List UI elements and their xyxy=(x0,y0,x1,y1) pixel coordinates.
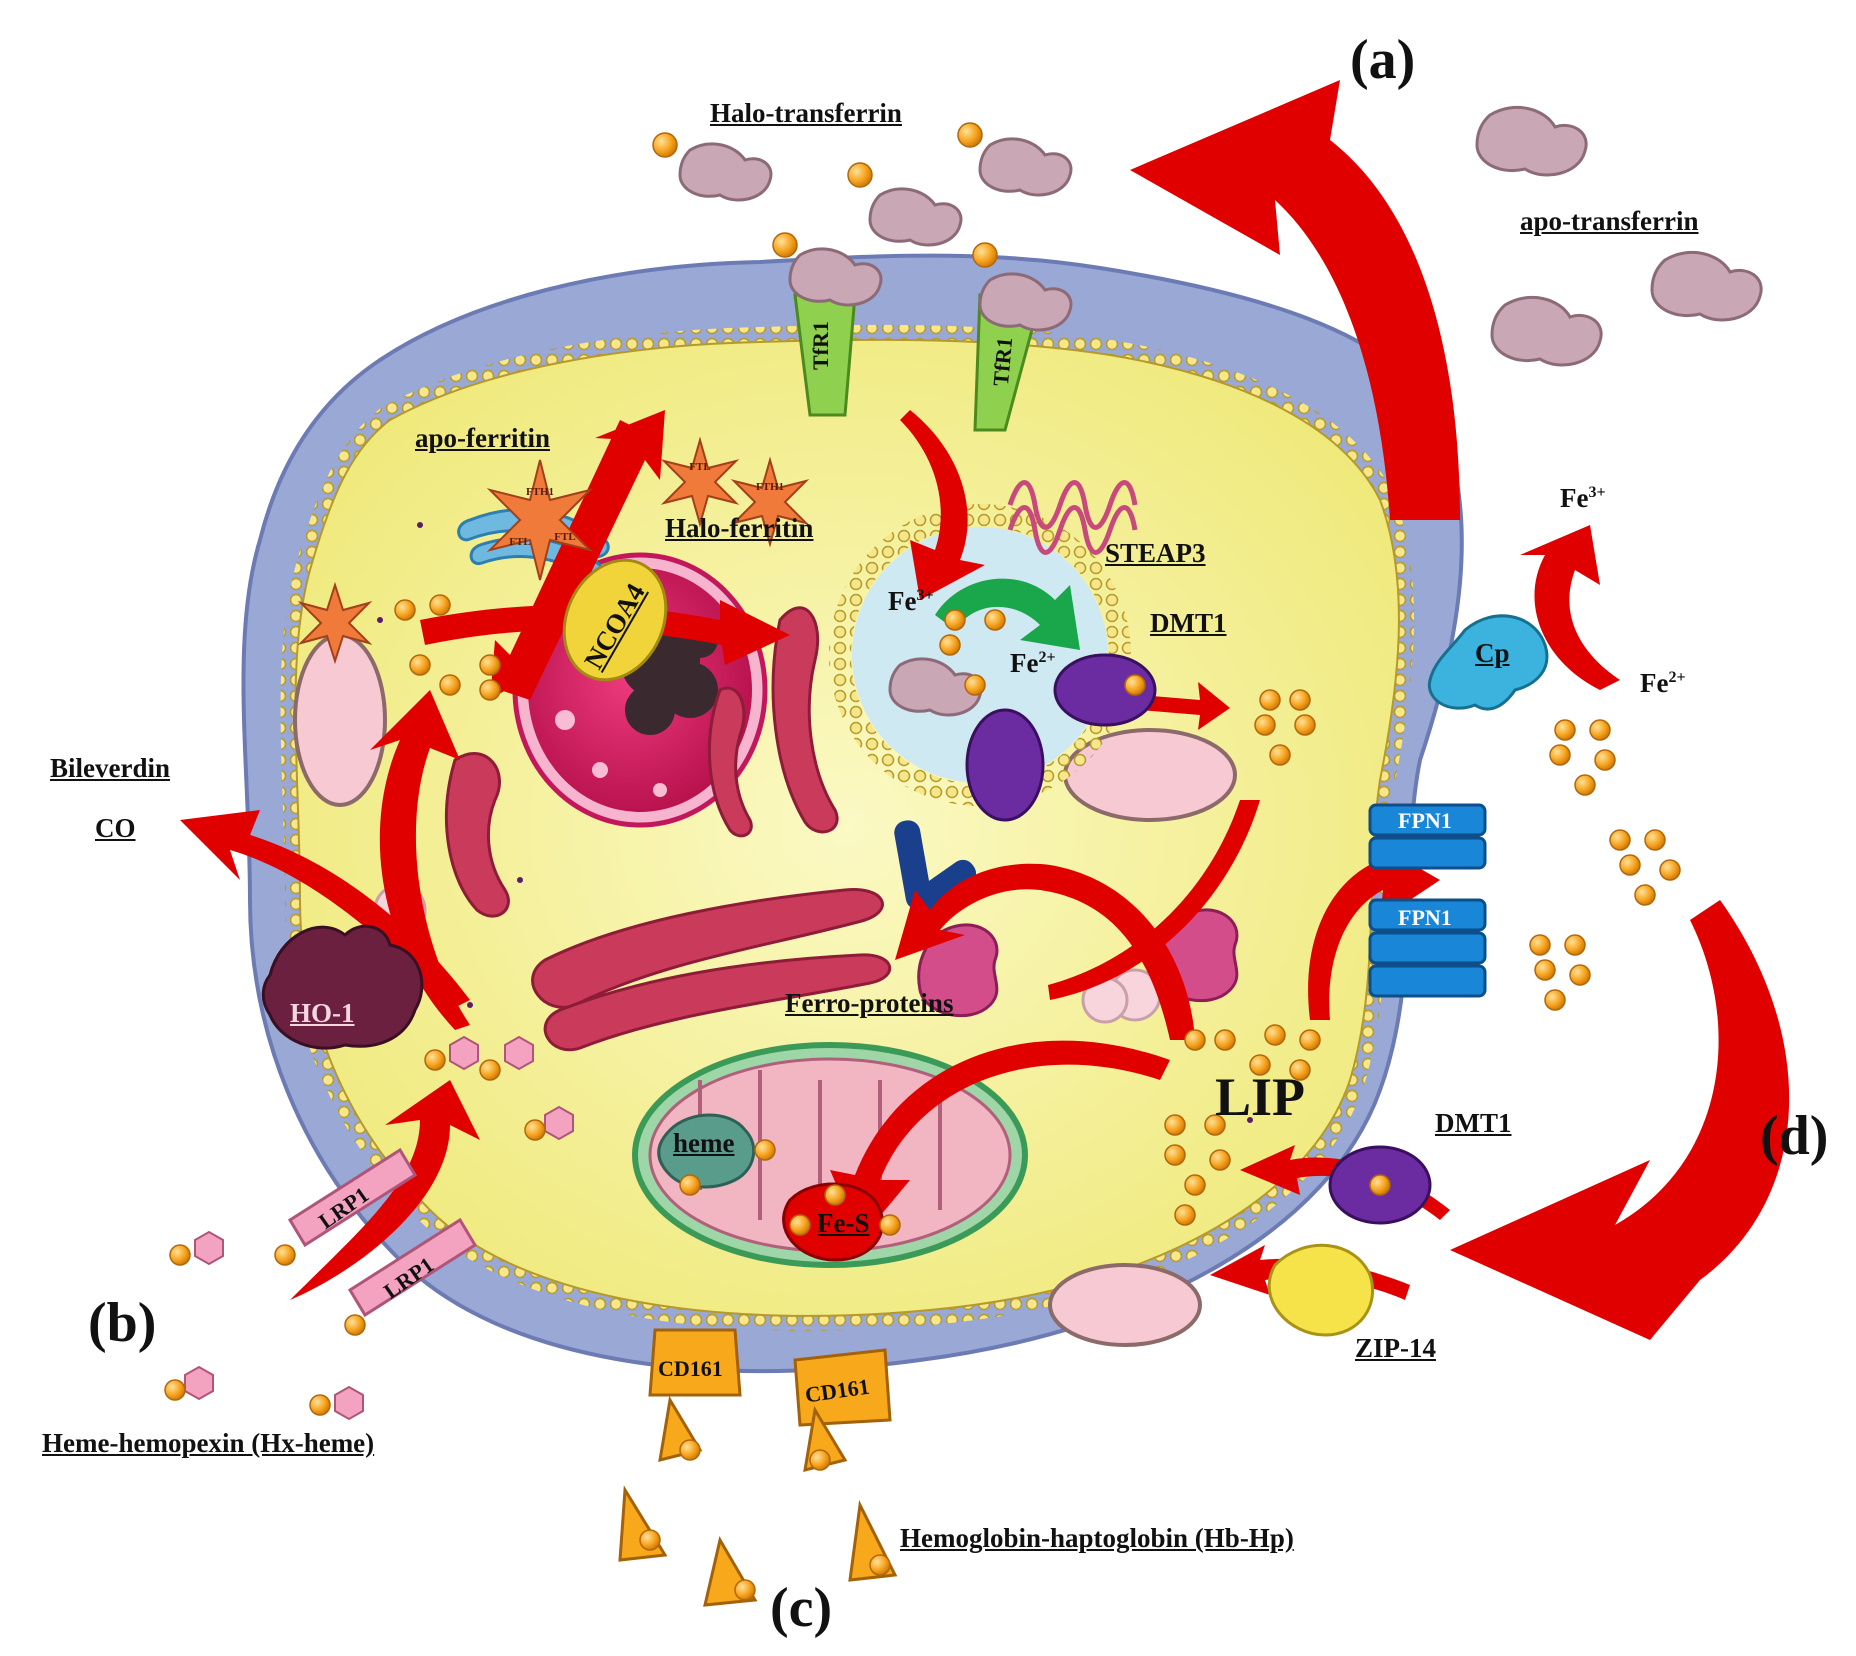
arrow-b-ho1 xyxy=(370,690,470,1030)
co-label: CO xyxy=(95,813,136,843)
dmt1-endosome-label: DMT1 xyxy=(1150,608,1227,638)
tfr1-receptors xyxy=(793,293,1042,432)
steap3-label: STEAP3 xyxy=(1105,538,1206,568)
panel-label-d: (d) xyxy=(1760,1105,1829,1167)
dmt1-transporters xyxy=(965,653,1432,1225)
ferritin-subunit-label: FTL xyxy=(554,531,575,543)
ho1-label: HO-1 xyxy=(290,998,355,1028)
arrow-lip-ferroproteins xyxy=(895,863,1195,1040)
apo-transferrin-label: apo-transferrin xyxy=(1520,206,1699,236)
heme-group xyxy=(657,1113,756,1189)
fe-s-cluster xyxy=(782,1182,885,1262)
fe3-endosome-label: Fe3+ xyxy=(888,586,934,616)
arrow-a xyxy=(1130,80,1460,520)
hb-hp-label: Hemoglobin-haptoglobin (Hb-Hp) xyxy=(900,1523,1294,1553)
ho1-enzyme xyxy=(261,924,424,1050)
bileverdin-label: Bileverdin xyxy=(50,753,170,783)
ferritin-complexes xyxy=(297,436,810,665)
tfr1-right-label: TfR1 xyxy=(988,336,1018,388)
arrow-lip-fpn1 xyxy=(1308,840,1440,1020)
heme-hemopexin-label: Heme-hemopexin (Hx-heme) xyxy=(42,1428,375,1458)
arrow-ferritin-side xyxy=(420,600,790,665)
flow-arrows xyxy=(180,80,1790,1340)
fpn1-bottom-label: FPN1 xyxy=(1398,905,1452,930)
fe2-out-label: Fe2+ xyxy=(1640,668,1686,698)
arrow-dmt1-in xyxy=(1240,1145,1450,1220)
ferritin-subunit-label: FTH1 xyxy=(526,486,554,498)
tfr1-left-label: TfR1 xyxy=(808,321,833,370)
iron-ions xyxy=(164,122,1681,1601)
fe3-endosome-charge: 3+ xyxy=(916,587,934,604)
ferro-proteins-label: Ferro-proteins xyxy=(785,988,954,1018)
green-reduction-arrow xyxy=(935,578,1080,650)
cp-protein xyxy=(1427,614,1549,711)
lrp1-receptors xyxy=(287,1147,478,1318)
endoplasmic-reticulum xyxy=(444,606,892,1052)
fe3-out-charge: 3+ xyxy=(1588,484,1606,501)
fe3-out-label: Fe3+ xyxy=(1560,483,1606,513)
cp-label: Cp xyxy=(1475,638,1510,668)
zip14-transporter xyxy=(1267,1243,1375,1337)
cd161-left-label: CD161 xyxy=(658,1356,723,1381)
ncoa4-protein xyxy=(562,558,668,682)
steap3-protein xyxy=(1007,480,1138,555)
panel-label-b: (b) xyxy=(88,1292,157,1354)
arrow-tfr1-endosome xyxy=(900,410,985,600)
fe2-endosome-charge: 2+ xyxy=(1038,649,1056,666)
arrow-bileverdin xyxy=(180,810,470,1010)
arrow-fe2-fe3 xyxy=(1520,525,1620,690)
ferritin-subunit-label: FTL xyxy=(689,461,710,473)
panel-label-c: (c) xyxy=(770,1577,833,1639)
heme-label: heme xyxy=(673,1128,735,1158)
ferritin-subunit-label: FTH1 xyxy=(756,481,784,493)
fpn1-channel xyxy=(1368,803,1487,998)
zip14-label: ZIP-14 xyxy=(1355,1333,1436,1363)
lip-label: LIP xyxy=(1215,1067,1306,1127)
arrow-d xyxy=(1450,900,1790,1340)
hb-hp-complexes xyxy=(618,1485,898,1607)
halo-transferrin-label: Halo-transferrin xyxy=(710,98,902,128)
panel-label-a: (a) xyxy=(1350,29,1416,91)
fe2-endosome-label: Fe2+ xyxy=(1010,648,1056,678)
fe-s-label: Fe-S xyxy=(817,1208,870,1238)
halo-ferritin-label: Halo-ferritin xyxy=(665,513,814,543)
fe2-out-charge: 2+ xyxy=(1668,669,1686,686)
arrow-endosome-lip xyxy=(1048,800,1260,1000)
fpn1-top-label: FPN1 xyxy=(1398,808,1452,833)
apo-ferritin-label: apo-ferritin xyxy=(415,423,550,453)
arrow-b-up xyxy=(290,1080,480,1300)
ferritin-subunit-label: FTL xyxy=(509,536,530,548)
transferrin-proteins xyxy=(678,106,1763,717)
dmt1-membrane-label: DMT1 xyxy=(1435,1108,1512,1138)
